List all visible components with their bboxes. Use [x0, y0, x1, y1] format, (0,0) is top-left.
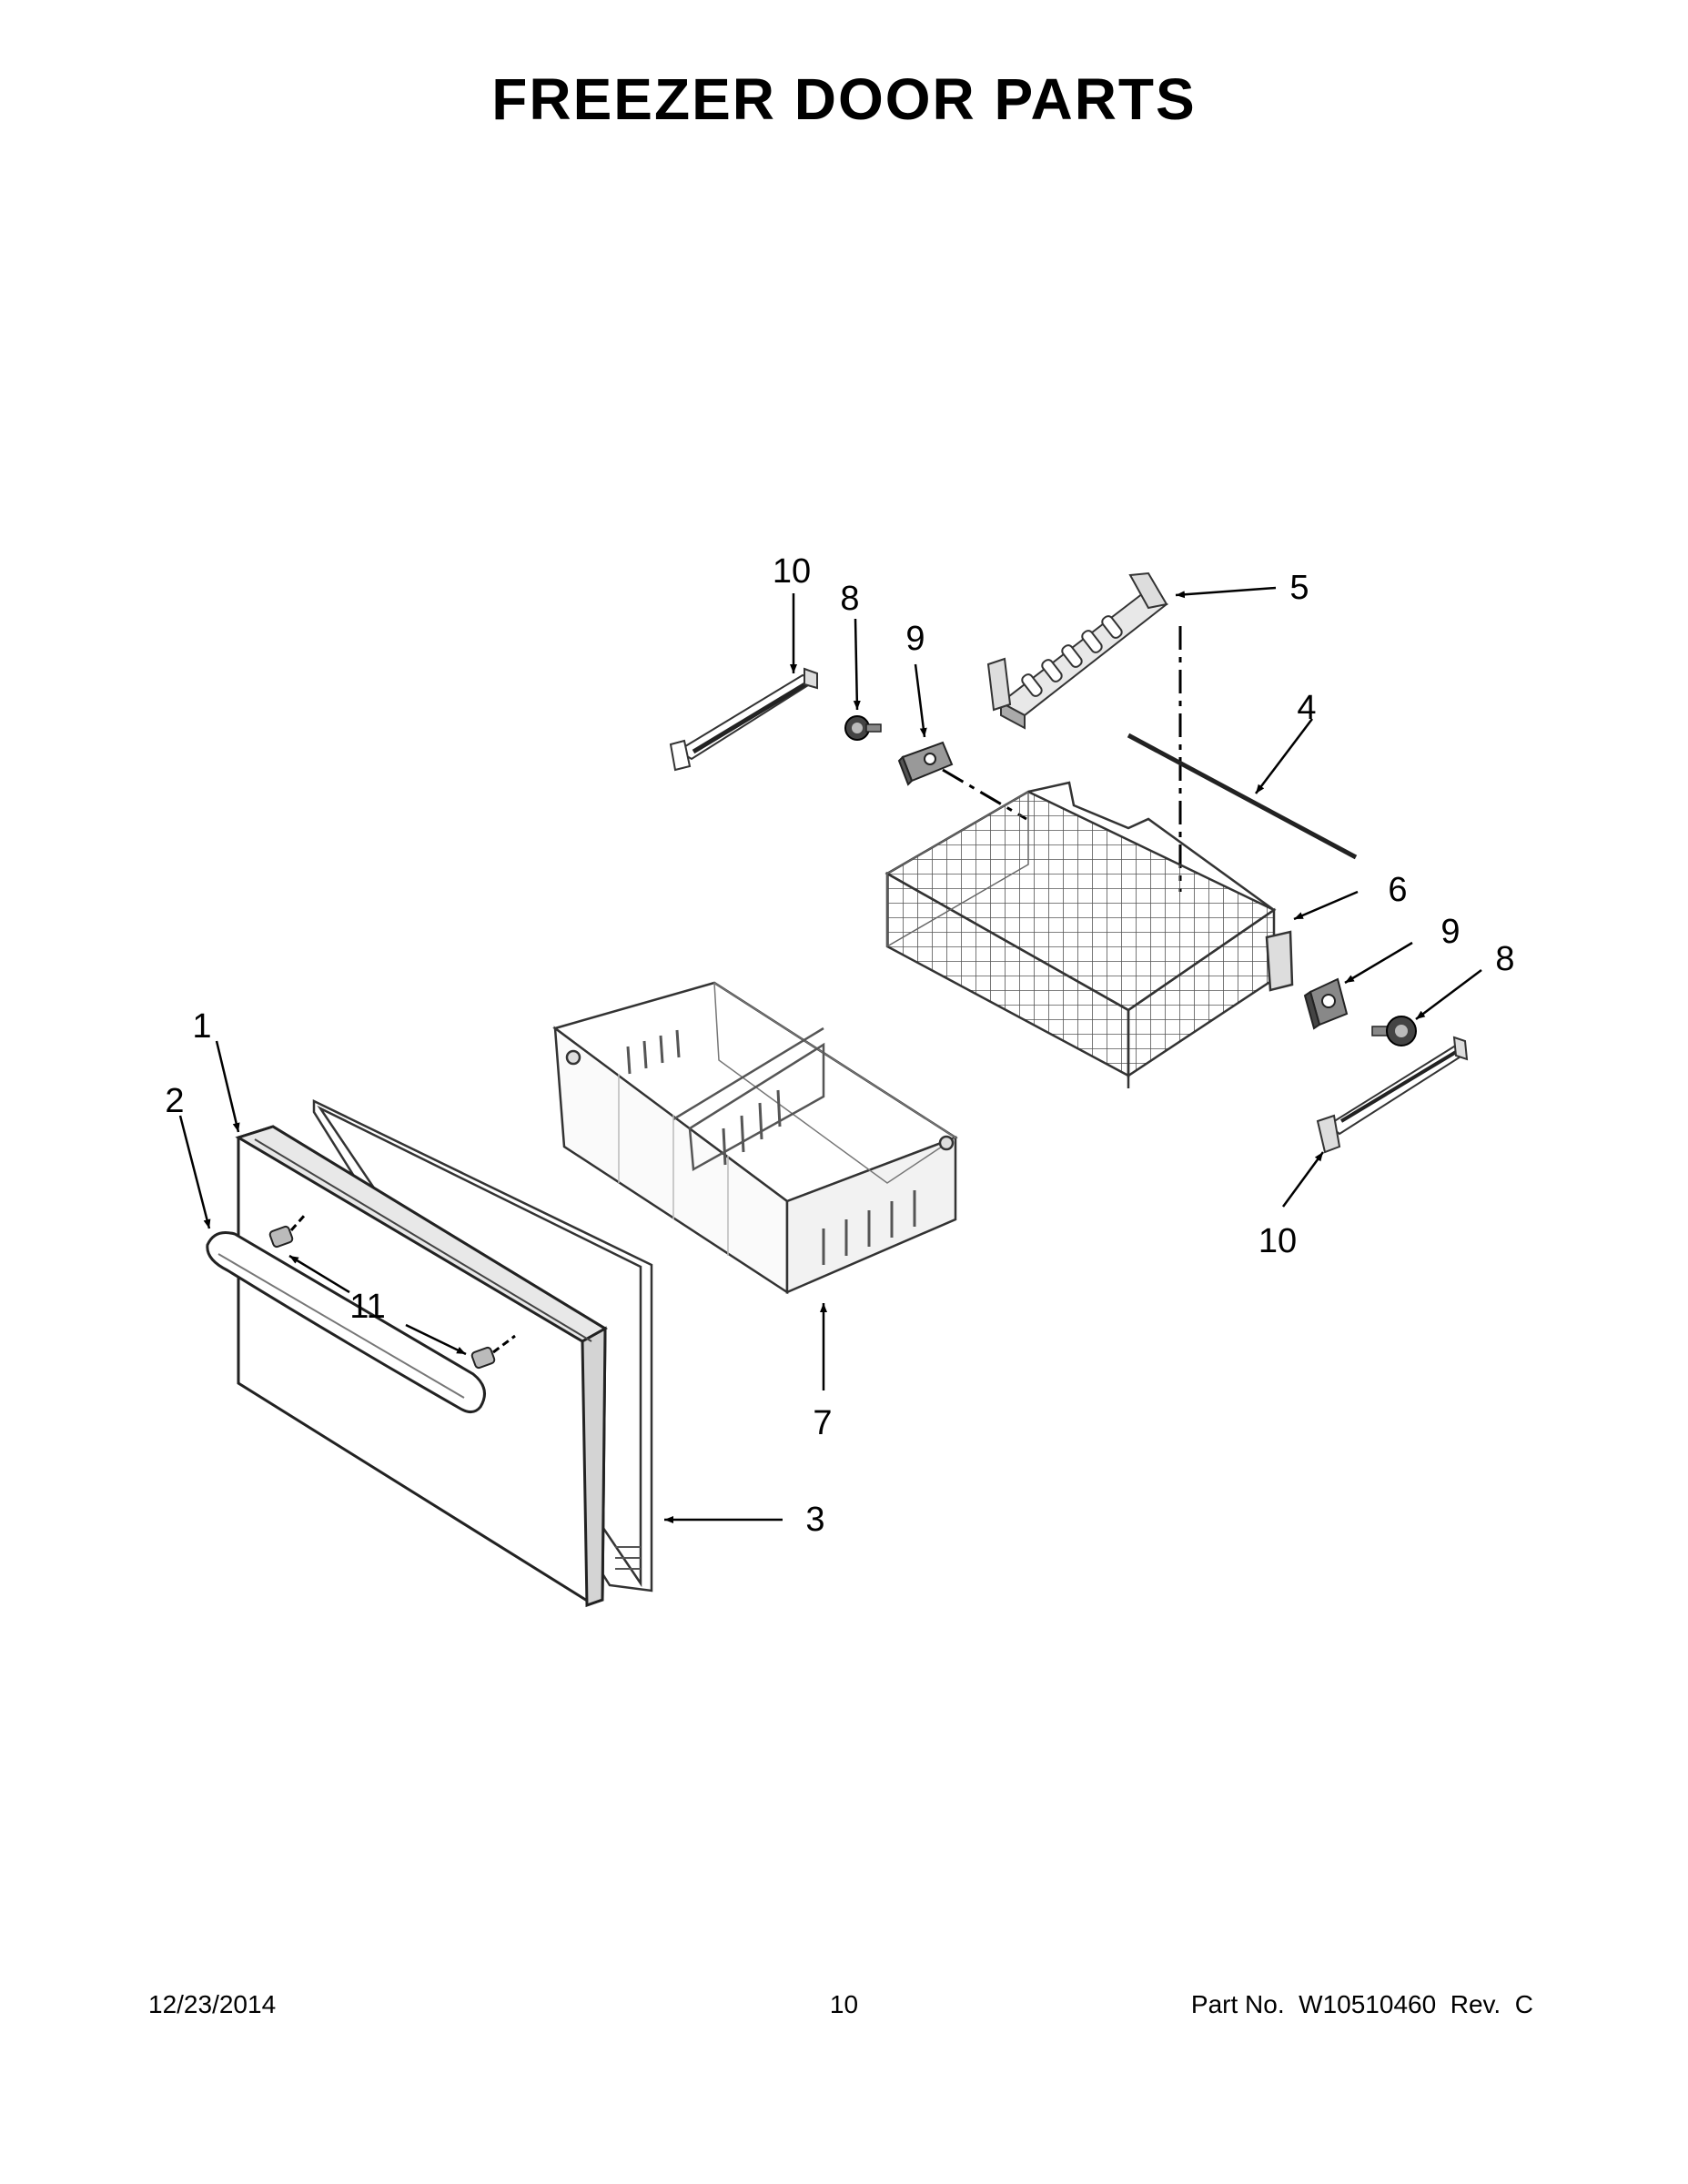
page-title: FREEZER DOOR PARTS	[491, 66, 1197, 132]
callout-4: 4	[1297, 689, 1316, 727]
callout-1: 1	[192, 1007, 211, 1046]
callout-8-lower: 8	[1495, 940, 1514, 978]
basket-rod	[1127, 733, 1358, 860]
door-handle	[206, 1231, 486, 1413]
callout-11: 11	[349, 1288, 385, 1326]
slide-rail-upper	[669, 667, 818, 772]
arrow-6	[1293, 890, 1359, 921]
callout-6: 6	[1388, 871, 1407, 909]
arrow-5	[1175, 586, 1277, 599]
basket-divider	[986, 571, 1168, 730]
callout-3: 3	[805, 1501, 824, 1539]
callout-arrows	[178, 586, 1482, 1523]
bracket-lower	[1303, 977, 1349, 1030]
slide-rail-lower	[1316, 1036, 1469, 1154]
arrow-10-lower	[1281, 1151, 1325, 1208]
callout-8-upper: 8	[840, 580, 859, 618]
arrow-11-right	[405, 1323, 467, 1356]
callout-9-upper: 9	[905, 620, 925, 658]
callout-10-upper: 10	[773, 552, 811, 591]
callout-2: 2	[165, 1082, 184, 1120]
arrow-9-upper	[914, 663, 927, 738]
roller-lower	[1371, 1016, 1417, 1046]
callout-5: 5	[1289, 569, 1309, 607]
wire-basket	[884, 781, 1294, 1088]
freezer-bin	[552, 981, 958, 1295]
bracket-upper	[897, 741, 954, 786]
alignment-line-upper	[942, 768, 1027, 821]
arrow-8-lower	[1415, 969, 1482, 1020]
arrow-2	[178, 1115, 211, 1229]
arrow-11-left	[288, 1254, 350, 1294]
arrow-1	[215, 1040, 240, 1133]
arrow-4	[1255, 718, 1313, 794]
callout-10-lower: 10	[1258, 1222, 1297, 1260]
footer-date: 12/23/2014	[148, 1990, 277, 2018]
callout-7: 7	[813, 1404, 832, 1442]
arrow-9-lower	[1344, 941, 1413, 985]
footer-page-number: 10	[829, 1990, 859, 2018]
footer-part-number: Part No. W10510460 Rev. C	[1190, 1990, 1533, 2018]
handle-screws	[268, 1213, 516, 1370]
roller-upper	[844, 715, 882, 741]
callout-9-lower: 9	[1440, 913, 1460, 951]
arrow-8-upper	[853, 618, 861, 711]
